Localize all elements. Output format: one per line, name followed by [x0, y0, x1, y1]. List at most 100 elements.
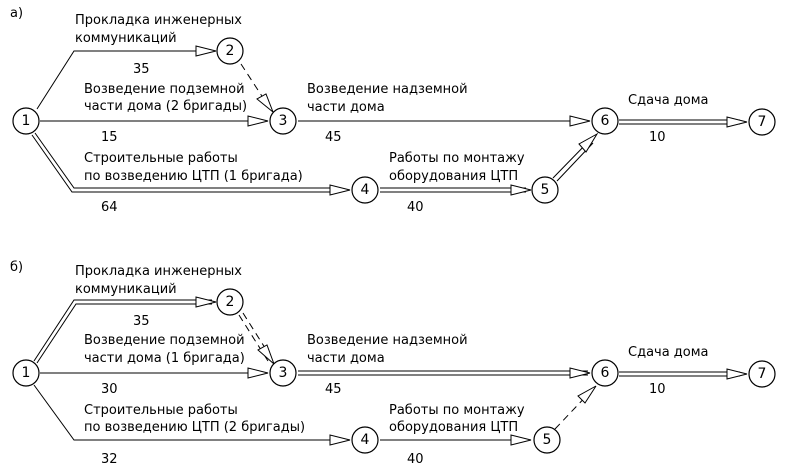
- node-7: 7: [748, 108, 776, 136]
- a12-duration: 35: [133, 314, 150, 329]
- a14-label-1: Строительные работы: [84, 151, 238, 166]
- node-2: 2: [216, 288, 244, 316]
- svg-text:2: 2: [226, 294, 235, 310]
- a14-label-1: Строительные работы: [84, 403, 238, 418]
- a45-label-1: Работы по монтажу: [389, 403, 525, 418]
- a14-duration: 64: [101, 200, 118, 215]
- arrowhead-1-2: [195, 296, 217, 308]
- svg-text:6: 6: [601, 365, 610, 381]
- a67-label-1: Сдача дома: [628, 345, 709, 360]
- svg-text:4: 4: [361, 432, 370, 448]
- a36-label-2: части дома: [307, 100, 385, 115]
- svg-text:3: 3: [279, 113, 288, 129]
- svg-text:7: 7: [758, 114, 767, 130]
- a36-label-1: Возведение надземной: [307, 333, 468, 348]
- edge-1-2-b: [36, 303, 212, 364]
- arrowhead-1-4: [329, 184, 351, 196]
- edge-2-3-a: [238, 314, 269, 362]
- node-5: 5: [531, 176, 559, 204]
- node-5: 5: [533, 426, 561, 454]
- arrowhead-5-6: [578, 132, 599, 153]
- a67-label-1: Сдача дома: [628, 93, 709, 108]
- arrowhead-6-7: [726, 116, 748, 128]
- edge-1-4: [33, 384, 342, 441]
- edge-1-4-a: [34, 132, 340, 189]
- svg-text:5: 5: [541, 182, 550, 198]
- panel-a-marker: а): [10, 6, 23, 21]
- arrowhead-3-6: [569, 367, 591, 379]
- arrowhead-1-3: [247, 115, 269, 127]
- edge-5-6-dummy: [554, 389, 593, 430]
- a13-label-1: Возведение подземной: [84, 333, 245, 348]
- node-4: 4: [351, 176, 379, 204]
- arrowhead-4-5: [510, 434, 532, 446]
- arrowhead-2-3: [257, 344, 275, 365]
- a12-label-1: Прокладка инженерных: [75, 13, 242, 28]
- panel-b-marker: б): [10, 260, 23, 275]
- panel-a-labels: Прокладка инженерных коммуникаций 35 Воз…: [75, 13, 709, 215]
- a14-duration: 32: [101, 452, 118, 467]
- edge-2-3-b: [242, 312, 273, 360]
- a45-label-2: оборудования ЦТП: [389, 169, 518, 184]
- svg-text:3: 3: [279, 365, 288, 381]
- node-3: 3: [269, 359, 297, 387]
- svg-text:5: 5: [543, 432, 552, 448]
- panel-b: б): [10, 260, 776, 467]
- a13-duration: 15: [101, 130, 118, 145]
- a36-duration: 45: [325, 130, 342, 145]
- svg-text:1: 1: [22, 113, 31, 129]
- arrowhead-1-3: [247, 367, 269, 379]
- svg-text:1: 1: [22, 365, 31, 381]
- edge-2-3-dummy: [240, 63, 272, 111]
- arrowhead-5-6: [577, 385, 597, 404]
- a13-duration: 30: [101, 382, 118, 397]
- a67-duration: 10: [649, 130, 666, 145]
- svg-text:6: 6: [601, 113, 610, 129]
- svg-text:7: 7: [758, 366, 767, 382]
- a36-duration: 45: [325, 382, 342, 397]
- svg-text:2: 2: [226, 43, 235, 59]
- a45-duration: 40: [407, 200, 424, 215]
- node-1: 1: [12, 107, 40, 135]
- panel-a-nodes: 1 2 3 4 5 6 7: [12, 37, 776, 204]
- a14-label-2: по возведению ЦТП (1 бригада): [84, 169, 303, 184]
- node-6: 6: [591, 359, 619, 387]
- node-7: 7: [748, 360, 776, 388]
- a13-label-1: Возведение подземной: [84, 82, 245, 97]
- edge-1-2: [36, 50, 212, 110]
- a12-label-2: коммуникаций: [75, 31, 177, 46]
- arrowhead-2-3: [256, 93, 275, 114]
- arrowhead-1-4: [329, 434, 351, 446]
- arrowhead-3-6: [569, 115, 591, 127]
- panel-b-edges: [33, 296, 748, 446]
- node-4: 4: [351, 426, 379, 454]
- node-1: 1: [12, 359, 40, 387]
- edge-1-4-b: [31, 134, 340, 193]
- a67-duration: 10: [649, 382, 666, 397]
- a13-label-2: части дома (2 бригады): [84, 99, 247, 114]
- panel-a: а): [10, 6, 776, 215]
- a45-duration: 40: [407, 452, 424, 467]
- a13-label-2: части дома (1 бригада): [84, 351, 245, 366]
- a12-label-2: коммуникаций: [75, 282, 177, 297]
- node-2: 2: [216, 37, 244, 65]
- a36-label-2: части дома: [307, 351, 385, 366]
- arrowhead-6-7: [726, 368, 748, 380]
- panel-b-nodes: 1 2 3 4 5 6 7: [12, 288, 776, 454]
- arrowhead-4-5: [510, 184, 532, 196]
- a14-label-2: по возведению ЦТП (2 бригады): [84, 420, 305, 435]
- a45-label-2: оборудования ЦТП: [389, 420, 518, 435]
- panel-a-edges: [31, 45, 748, 196]
- node-6: 6: [591, 107, 619, 135]
- a12-label-1: Прокладка инженерных: [75, 264, 242, 279]
- panel-b-labels: Прокладка инженерных коммуникаций 35 Воз…: [75, 264, 709, 467]
- edge-1-2-a: [33, 299, 212, 362]
- a36-label-1: Возведение надземной: [307, 82, 468, 97]
- a45-label-1: Работы по монтажу: [389, 151, 525, 166]
- svg-text:4: 4: [361, 182, 370, 198]
- a12-duration: 35: [133, 62, 150, 77]
- arrowhead-1-2: [195, 45, 217, 57]
- node-3: 3: [269, 107, 297, 135]
